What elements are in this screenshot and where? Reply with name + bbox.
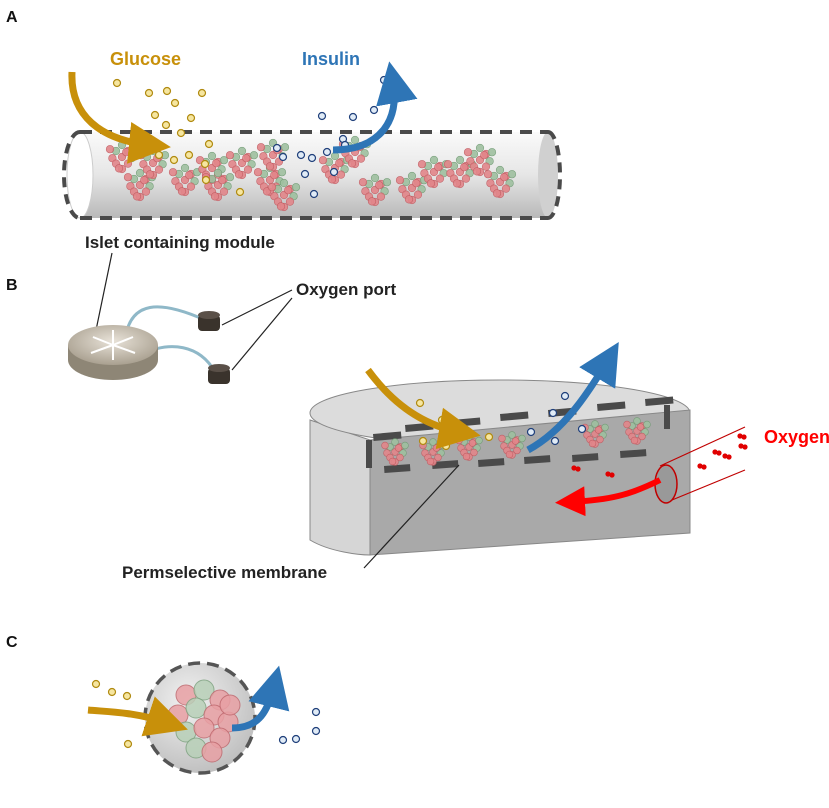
molecule-icon [577,424,587,434]
islet-clusters [381,417,651,466]
molecule-icon [291,734,301,744]
insulin-arrow-icon [526,341,619,454]
oxygen-molecule-icon [571,465,581,472]
molecule-icon [186,113,196,123]
molecules [415,391,748,478]
molecule-icon [311,707,321,717]
molecule-icon [200,159,210,169]
molecule-icon [317,111,327,121]
molecule-icon [123,739,133,749]
insulin-arrow-icon [231,665,290,732]
molecule-icon [278,735,288,745]
molecule-icon [415,398,425,408]
islet-cluster-icon [123,168,157,202]
molecule-icon [311,726,321,736]
molecule-icon [169,155,179,165]
molecule-icon [91,679,101,689]
molecule-icon [548,408,558,418]
oxygen-port-icon [208,364,230,384]
islet-module-device [68,305,230,384]
molecules [112,75,389,199]
molecule-icon [322,147,332,157]
molecule-icon [437,415,447,425]
panel-c-letter: C [6,634,18,651]
membrane-label: Permselective membrane [122,563,327,582]
molecule-icon [348,112,358,122]
molecule-icon [201,175,211,185]
molecule-icon [550,436,560,446]
islet-cluster-icon [201,168,235,202]
islet-cluster-icon [443,155,477,189]
glucose-label: Glucose [110,49,181,69]
molecule-icon [161,120,171,130]
molecule-icon [418,436,428,446]
islet-cluster-icon [498,431,526,459]
molecule-icon [112,78,122,88]
insulin-label: Insulin [302,49,360,69]
glucose-arrow-icon [87,696,188,737]
islet-cluster-icon [168,163,202,197]
molecule-icon [235,187,245,197]
molecule-icon [560,391,570,401]
molecule-icon [107,687,117,697]
islet-cluster-icon [623,417,651,445]
molecules [91,679,321,749]
molecule-icon [150,110,160,120]
panel-a-letter: A [6,9,18,26]
molecule-icon [307,153,317,163]
molecule-icon [197,88,207,98]
module-label: Islet containing module [85,233,275,252]
molecule-icon [369,105,379,115]
molecule-icon [329,167,339,177]
islet-cluster-icon [267,178,301,212]
molecule-icon [300,169,310,179]
oxygen-molecule-icon [738,443,748,450]
molecule-icon [272,143,282,153]
glucose-arrow-icon [365,367,481,450]
oxygen-molecule-icon [737,433,747,440]
molecule-icon [162,86,172,96]
islet-cluster-icon [463,143,497,177]
molecule-icon [144,88,154,98]
molecule-icon [122,691,132,701]
molecule-icon [184,150,194,160]
molecule-icon [526,427,536,437]
islet-cluster-icon [225,146,259,180]
oxygen-molecule-icon [712,449,722,456]
molecule-icon [309,189,319,199]
oxygen-label: Oxygen [764,427,829,447]
islet-cluster-icon [395,171,429,205]
glucose-arrow-icon [68,71,171,164]
molecule-icon [379,75,389,85]
oxygen-port-icon [198,311,220,331]
islet-cluster-icon [381,438,409,466]
oxygen-tube [555,426,746,517]
molecule-icon [204,139,214,149]
molecule-icon [484,432,494,442]
molecule-icon [170,98,180,108]
islet-cluster-icon [358,173,392,207]
oxygen-port-label: Oxygen port [296,280,396,299]
oxygen-molecule-icon [605,471,615,478]
oxygen-molecule-icon [697,463,707,470]
molecule-icon [278,152,288,162]
panel-b-letter: B [6,277,18,294]
islet-cluster-icon [483,165,517,199]
molecule-icon [154,150,164,160]
insulin-arrow-icon [332,61,418,154]
oxygen-molecule-icon [722,453,732,460]
molecule-icon [441,441,451,451]
molecule-icon [176,128,186,138]
molecule-icon [296,150,306,160]
oxygen-arrow-icon [555,477,662,517]
